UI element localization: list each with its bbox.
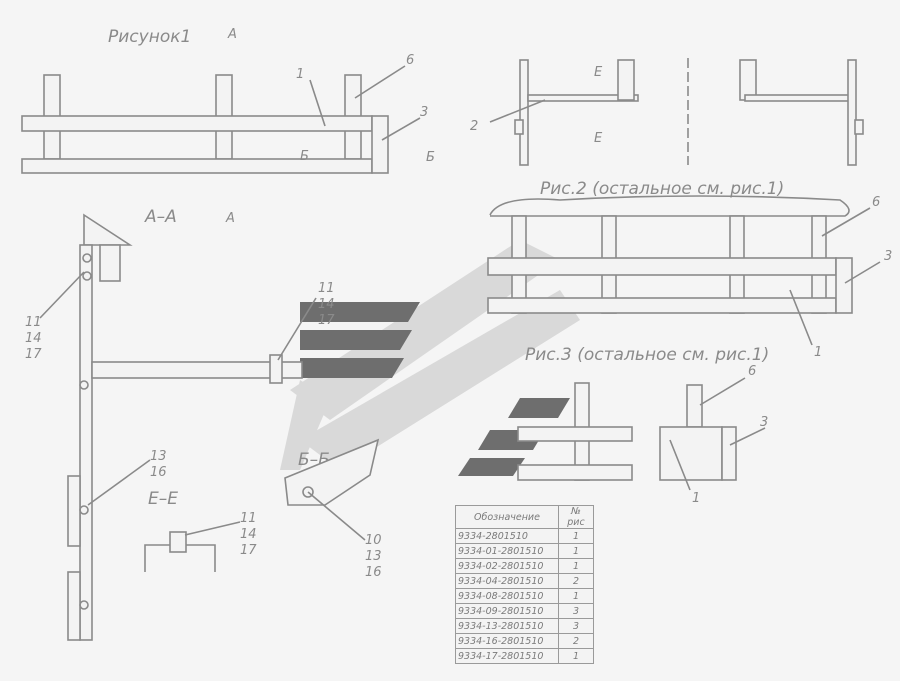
designation-cell: 9334-08-2801510 [455, 588, 559, 604]
figure-cell: 1 [558, 543, 594, 559]
callout-2: 2 [470, 119, 478, 134]
designation-cell: 9334-02-2801510 [455, 558, 559, 574]
watermark-logo [280, 240, 580, 476]
callout-14-arm: 14 [318, 297, 335, 312]
section-mark-b-right: Б [426, 150, 435, 165]
table-header-row: Обозначение № рис [455, 505, 594, 529]
designation-cell: 9334-04-2801510 [455, 573, 559, 589]
figure-cell: 1 [558, 558, 594, 574]
callout-17-arm: 17 [318, 313, 335, 328]
section-e-e: Е–Е 11 14 17 [144, 489, 257, 572]
callout-1: 1 [814, 345, 822, 360]
callout-14: 14 [25, 331, 42, 346]
callout-11: 11 [240, 511, 257, 526]
callout-11-arm: 11 [318, 281, 335, 296]
column-header-designation: Обозначение [455, 505, 559, 529]
figure-2: Рис.2 (остальное см. рис.1) 6 3 1 [487, 179, 892, 360]
figure-3: Рис.3 (остальное см. рис.1) 6 3 1 [517, 345, 769, 506]
figure-cell: 1 [558, 648, 594, 664]
section-mark-a-bottom: А [225, 211, 235, 226]
callout-17: 17 [240, 543, 257, 558]
figure-cell: 2 [558, 573, 594, 589]
figure-cell: 2 [558, 633, 594, 649]
callout-1: 1 [296, 67, 304, 82]
callout-3: 3 [884, 249, 892, 264]
section-b-b: Б–Б 10 13 16 [284, 438, 382, 580]
section-mark-a-top: А [227, 27, 237, 42]
column-header-figure: № рис [558, 505, 594, 529]
section-a-a: А–А 11 14 17 13 16 11 14 17 [25, 207, 335, 641]
section-e-e-title: Е–Е [148, 489, 178, 509]
section-mark-e-top: Е [594, 65, 603, 80]
callout-6: 6 [748, 364, 756, 379]
callout-1: 1 [692, 491, 700, 506]
section-mark-b-left: Б [300, 149, 309, 164]
callout-16: 16 [150, 465, 167, 480]
designation-cell: 9334-01-2801510 [455, 543, 559, 559]
designation-cell: 9334-2801510 [455, 528, 559, 544]
designation-cell: 9334-17-2801510 [455, 648, 559, 664]
designation-cell: 9334-09-2801510 [455, 603, 559, 619]
figure-1-title: Рисунок1 [108, 27, 191, 47]
callout-6: 6 [872, 195, 880, 210]
designation-cell: 9334-13-2801510 [455, 618, 559, 634]
figure-1: Рисунок1 1 6 3 А А Б Б [21, 27, 435, 226]
callout-17: 17 [25, 347, 42, 362]
figure-cell: 3 [558, 603, 594, 619]
figure-3-title: Рис.3 (остальное см. рис.1) [525, 345, 769, 365]
callout-3: 3 [420, 105, 428, 120]
callout-14: 14 [240, 527, 257, 542]
figure-2-title: Рис.2 (остальное см. рис.1) [540, 179, 784, 199]
callout-10: 10 [365, 533, 382, 548]
callout-3: 3 [760, 415, 768, 430]
figure-cell: 1 [558, 528, 594, 544]
figure-cell: 1 [558, 588, 594, 604]
section-a-a-title: А–А [144, 207, 177, 227]
callout-11: 11 [25, 315, 42, 330]
callout-13: 13 [150, 449, 167, 464]
top-section-view: 2 Е Е [470, 58, 864, 166]
figure-cell: 3 [558, 618, 594, 634]
callout-13: 13 [365, 549, 382, 564]
callout-6: 6 [406, 53, 414, 68]
designation-cell: 9334-16-2801510 [455, 633, 559, 649]
callout-16: 16 [365, 565, 382, 580]
section-mark-e-bottom: Е [594, 131, 603, 146]
